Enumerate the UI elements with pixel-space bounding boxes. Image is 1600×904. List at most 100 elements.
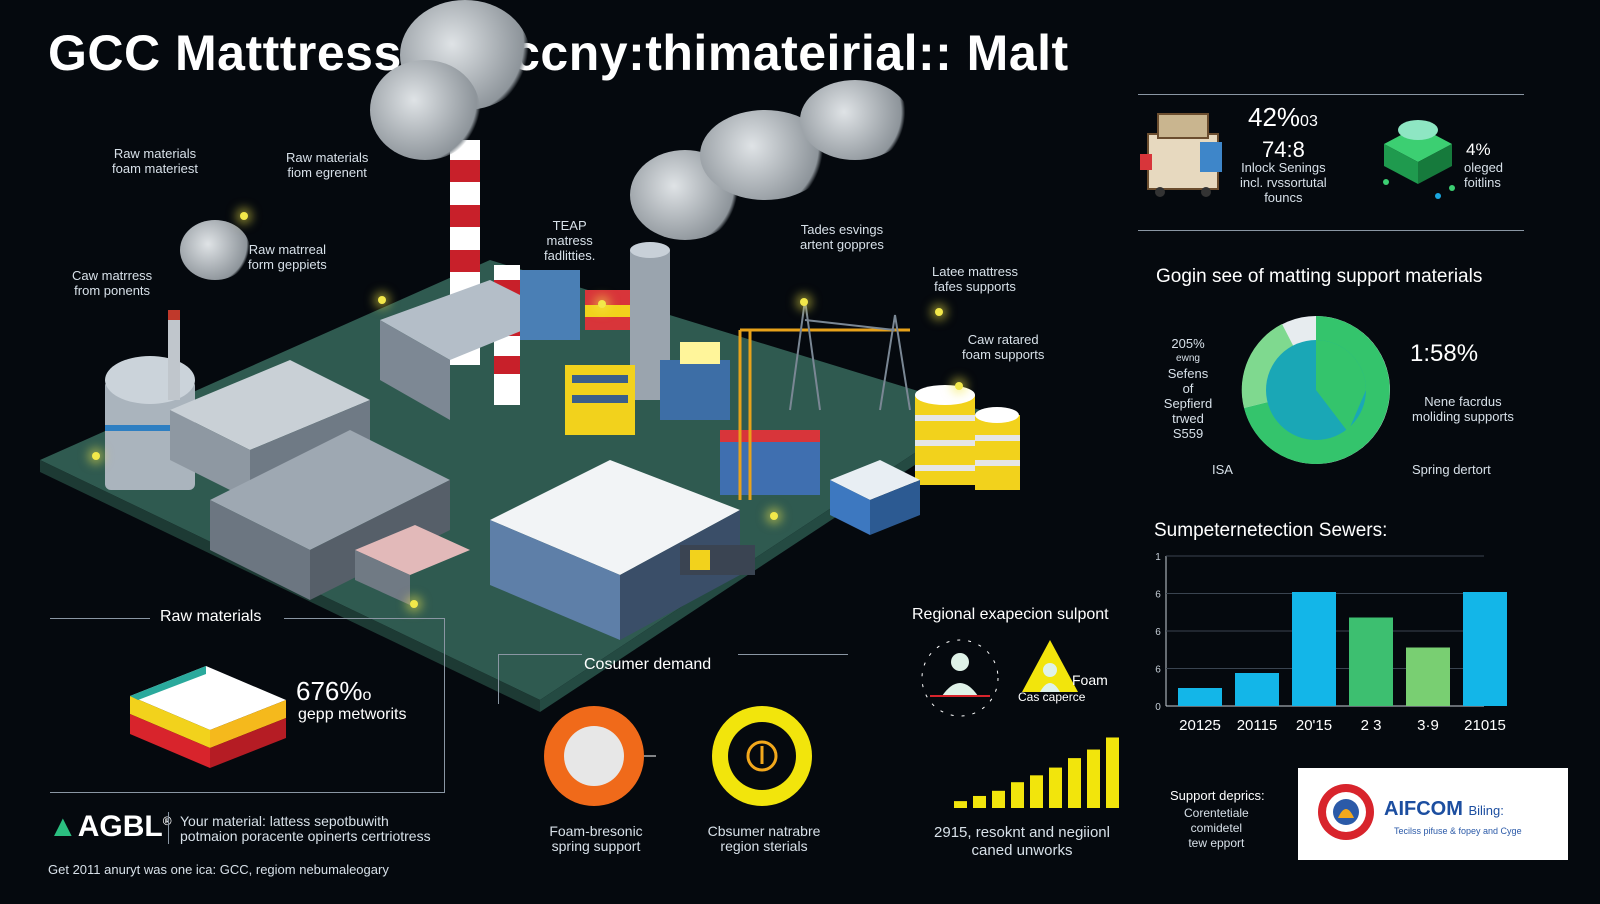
crane: [738, 328, 910, 500]
pie-chart: [1241, 316, 1390, 464]
company-name: AIFCOM Biling:: [1384, 798, 1504, 820]
company-badge: AIFCOM Biling: Tecilss pifuse & fopey an…: [1298, 768, 1568, 860]
regional-header: Regional exapecion sulpont: [912, 606, 1109, 623]
raw-materials-pct: 676%o: [296, 676, 372, 706]
regional-bar-chart: [954, 737, 1119, 808]
foam-rolls: [915, 385, 1020, 490]
bar-2: [1292, 592, 1336, 706]
raw-materials-header: Raw materials: [160, 608, 262, 625]
factory-illustration: [40, 140, 1020, 712]
x-tick-label: 20125: [1179, 717, 1221, 734]
mattress-layers-icon: [130, 666, 286, 768]
regional-bar-5: [1049, 767, 1062, 808]
regional-bar-0: [954, 801, 967, 808]
green-cushion-icon: [1383, 120, 1455, 199]
x-tick-label: 3·9: [1417, 717, 1439, 734]
bar-4: [1406, 647, 1450, 706]
regional-bar-1: [973, 795, 986, 808]
divider: [498, 654, 499, 704]
bar-0: [1178, 688, 1222, 706]
divider: [738, 654, 848, 655]
divider: [1138, 94, 1524, 95]
glow-dot: [598, 300, 606, 308]
glow-dot: [410, 600, 418, 608]
divider: [1138, 230, 1524, 231]
support-header: Support deprics:: [1170, 788, 1265, 803]
footer-note: Get 2011 anuryt was one ica: GCC, regiom…: [48, 862, 389, 877]
x-tick-label: 21015: [1464, 717, 1506, 734]
page-title: GCC Matttress Supccny:thimateirial:: Mal…: [48, 25, 1069, 81]
glow-dot: [92, 452, 100, 460]
pie-value: 1:58%: [1410, 340, 1479, 367]
glow-dot: [770, 512, 778, 520]
consumer-header: Cosumer demand: [584, 656, 712, 673]
regional-bar-7: [1087, 749, 1100, 808]
divider: [284, 618, 444, 619]
smoke-cloud: [180, 220, 250, 280]
smoke-cloud: [370, 60, 480, 160]
blue-tower: [520, 270, 580, 340]
glow-dot: [955, 382, 963, 390]
divider: [168, 812, 169, 844]
regional-foam-label: Foam: [1072, 672, 1108, 688]
glow-dot: [378, 296, 386, 304]
pie-left-label: 205% ewng Sefens of Sepfierd trwed S559: [1163, 336, 1213, 441]
smoke-cloud: [800, 80, 910, 160]
glow-dot: [935, 308, 943, 316]
regional-bar-4: [1030, 775, 1043, 808]
worker-dial-icon: [921, 639, 999, 717]
machine-icon: [1140, 113, 1222, 197]
x-tick-label: 20'15: [1296, 717, 1332, 734]
y-tick-label: 0: [1155, 702, 1161, 713]
company-emblem-icon: [1318, 784, 1374, 840]
y-tick-label: 6: [1155, 590, 1161, 601]
regional-bar-2: [992, 790, 1005, 808]
divider: [444, 618, 445, 792]
storage-tank: [105, 380, 195, 490]
consumer-icon: [712, 706, 812, 806]
divider: [50, 792, 445, 793]
bar-5: [1463, 592, 1507, 706]
stat-top-left-pct: 42%03: [1248, 102, 1318, 132]
glow-dot: [240, 212, 248, 220]
y-tick-label: 6: [1155, 665, 1161, 676]
brand-logo-mark: ▲: [48, 810, 78, 843]
regional-bar-6: [1068, 758, 1081, 808]
raw-materials-desc: gepp metworits: [298, 706, 407, 723]
bar-3: [1349, 617, 1393, 706]
warehouse-left: [210, 430, 450, 550]
foam-spring-icon: [544, 706, 656, 806]
pie-title: Gogin see of matting support materials: [1156, 266, 1483, 287]
regional-bar-3: [1011, 782, 1024, 808]
x-tick-label: 20115: [1237, 717, 1278, 734]
divider: [50, 618, 150, 619]
glow-dot: [800, 298, 808, 306]
regional-bar-8: [1106, 737, 1119, 808]
company-tagline: Tecilss pifuse & fopey and Cyge: [1394, 826, 1522, 836]
y-tick-label: 6: [1155, 627, 1161, 638]
pie-bottom-label: ISA: [1212, 462, 1233, 477]
brand-logo: ▲AGBL®: [48, 810, 172, 843]
divider: [498, 654, 582, 655]
stat-top-right-pct: 4%: [1466, 140, 1491, 159]
pie-bottom-right-label: Spring dertort: [1412, 462, 1491, 477]
bar-chart-title: Sumpeternetection Sewers:: [1154, 520, 1388, 541]
regional-foam-sub: Cas caperce: [1018, 690, 1086, 704]
foam-triangle-icon: [1022, 640, 1078, 692]
